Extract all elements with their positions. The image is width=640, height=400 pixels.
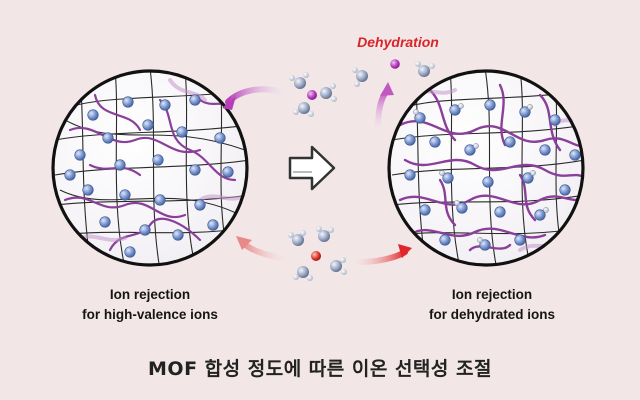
- water-molecule-icon: [320, 83, 337, 102]
- right-caption-line-2: for dehydrated ions: [428, 307, 555, 322]
- arrow-pink-to-left-sphere: [236, 236, 285, 261]
- water-molecule-icon: [415, 61, 435, 77]
- water-molecule-icon: [289, 72, 309, 89]
- dehydration-label: Dehydration: [357, 34, 439, 50]
- right-sphere-caption: Ion rejection for dehydrated ions: [372, 285, 612, 325]
- water-molecule-icon: [293, 102, 314, 117]
- membrane-sphere-right: [387, 69, 585, 267]
- water-molecule-icon: [288, 230, 306, 246]
- left-caption-line-1: Ion rejection: [109, 287, 191, 302]
- dehydrated-ion-purple: [390, 59, 400, 69]
- water-molecule-icon: [330, 257, 347, 275]
- figure-caption: MOF 합성 정도에 따른 이온 선택성 조절: [148, 358, 492, 380]
- hydrated-ion-purple: [307, 90, 317, 100]
- water-molecule-icon: [352, 67, 368, 87]
- right-caption-line-1: Ion rejection: [451, 287, 533, 302]
- membrane-sphere-left: [51, 69, 249, 267]
- left-caption-line-2: for high-valence ions: [82, 307, 218, 322]
- arrow-purple-to-left-sphere: [222, 86, 285, 110]
- left-sphere-caption: Ion rejection for high-valence ions: [30, 285, 270, 325]
- arrow-red-to-right-sphere: [355, 244, 412, 265]
- water-molecule-icon: [316, 226, 334, 242]
- arrow-dehydration-up: [375, 82, 394, 131]
- water-molecule-icon: [293, 266, 313, 281]
- hydrated-ion-red: [311, 251, 321, 261]
- hollow-right-arrow-icon: [288, 145, 336, 191]
